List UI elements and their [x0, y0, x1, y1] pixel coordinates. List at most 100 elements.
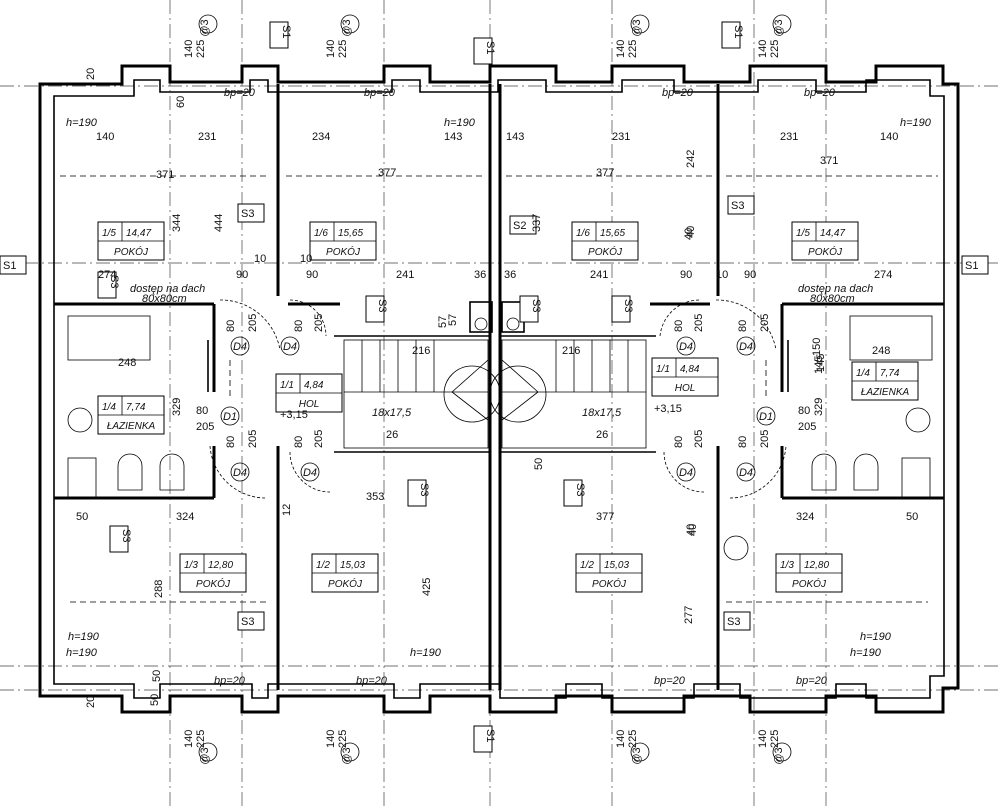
bp-height: bp=20 [654, 675, 686, 687]
dashed-guides [60, 175, 938, 603]
dim-vertical: 444 [213, 214, 225, 232]
section-tag-s1-text: S1 [732, 25, 744, 38]
dim-window: 225 [627, 730, 639, 748]
room-name: POKÓJ [588, 245, 623, 258]
section-tag-s3: S3 [723, 611, 751, 631]
dim-vertical: 344 [171, 214, 183, 232]
dim-room-width: 371 [820, 155, 838, 167]
section-tag-s3: S3 [237, 203, 265, 223]
stairs-left [343, 339, 501, 449]
room-number: 1/2 [580, 560, 594, 571]
hatch-note-left: dostęp na dach [130, 283, 205, 295]
room-area: 4,84 [304, 380, 324, 391]
dim-window: 140 [757, 40, 769, 58]
room-name: ŁAZIENKA [107, 421, 156, 432]
room-name: HOL [299, 399, 320, 410]
dim-misc: 60 [175, 96, 187, 108]
room-name: POKÓJ [196, 577, 231, 590]
dim-bottom: 50 [76, 511, 88, 523]
room-name: POKÓJ [808, 245, 843, 258]
dim-door: 205 [313, 430, 325, 448]
dim-window: 140 [757, 730, 769, 748]
section-tag-s3: S3 [237, 611, 265, 631]
dim-misc: 40 [683, 228, 695, 240]
section-tag-s1-text: S1 [484, 41, 496, 54]
dim-door: 205 [196, 421, 214, 433]
dim-door: 205 [798, 421, 816, 433]
level-left: +3,15 [280, 409, 308, 421]
dim-vertical: 40 [685, 226, 697, 238]
dim-room-width: 377 [378, 167, 396, 179]
dim-door: 80 [225, 320, 237, 332]
room-number: 1/5 [796, 228, 810, 239]
room-number: 1/1 [280, 380, 294, 391]
room-area: 4,84 [680, 364, 700, 375]
dim-vertical: 329 [171, 398, 183, 416]
room-area: 14,47 [820, 228, 845, 239]
dim-misc: 50 [151, 670, 163, 682]
dim-mid: 274 [874, 269, 892, 281]
stairs-right [489, 339, 647, 449]
dim-window: 140 [183, 40, 195, 58]
section-tag-s1: S1 [961, 255, 989, 275]
dim-door: 80 [225, 436, 237, 448]
section-tag-s3: S3 [727, 195, 755, 215]
dim-door: 80 [798, 405, 810, 417]
room-number: 1/1 [656, 364, 670, 375]
dim-door: 205 [313, 314, 325, 332]
dim-window: 225 [337, 730, 349, 748]
section-tag-s3: S3 [407, 479, 430, 507]
door-tag-text: D1 [223, 411, 237, 423]
section-tag-s3: S3 [611, 295, 634, 323]
dim-window: 140 [615, 40, 627, 58]
bp-height: bp=20 [796, 675, 828, 687]
room-name: POKÓJ [326, 245, 361, 258]
door-tag-text: D4 [679, 467, 693, 479]
dim-room-width: 371 [156, 169, 174, 181]
door-tag-text: D4 [739, 341, 753, 353]
room-number: 1/4 [856, 368, 870, 379]
dim-vertical: 242 [685, 150, 697, 168]
door-tag-text: D4 [679, 341, 693, 353]
door-tag: D4 [230, 336, 250, 356]
dim-vertical: 337 [531, 214, 543, 232]
room-name: POKÓJ [114, 245, 149, 258]
dim-vertical: 288 [153, 580, 165, 598]
section-tag-s3-text: S3 [727, 616, 740, 628]
room-area: 7,74 [126, 402, 146, 413]
room-number: 1/2 [316, 560, 330, 571]
dim-top: 234 [312, 131, 330, 143]
room-area: 15,03 [604, 560, 629, 571]
sill-height: h=190 [860, 631, 892, 643]
dim-bottom: 377 [596, 511, 614, 523]
dim-misc: 20 [85, 696, 97, 708]
dim-mid: 90 [306, 269, 318, 281]
section-tag-s3-text: S3 [622, 299, 634, 312]
room-name: POKÓJ [328, 577, 363, 590]
door-tag-text: D4 [233, 467, 247, 479]
section-tag-s1-text: S1 [965, 260, 978, 272]
dim-bath: 248 [872, 345, 890, 357]
dim-window: 225 [195, 40, 207, 58]
stairs-left-width: 26 [386, 429, 398, 441]
section-tag-s3: S3 [519, 295, 542, 323]
dim-bottom: 50 [906, 511, 918, 523]
chimney-vents [469, 301, 525, 333]
dim-mid: 10 [716, 269, 728, 281]
dim-window: 225 [769, 730, 781, 748]
section-tag-s3-text: S3 [241, 616, 254, 628]
dim-window: 140 [615, 730, 627, 748]
bp-height: bp=20 [224, 87, 256, 99]
section-tag-s1: S1 [0, 255, 27, 275]
room-number: 1/4 [102, 402, 116, 413]
room-number: 1/5 [102, 228, 116, 239]
door-tag-text: D4 [303, 467, 317, 479]
dim-mid: 36 [504, 269, 516, 281]
stairs-left-spec: 18x17,5 [372, 407, 412, 419]
dim-mid: 90 [236, 269, 248, 281]
